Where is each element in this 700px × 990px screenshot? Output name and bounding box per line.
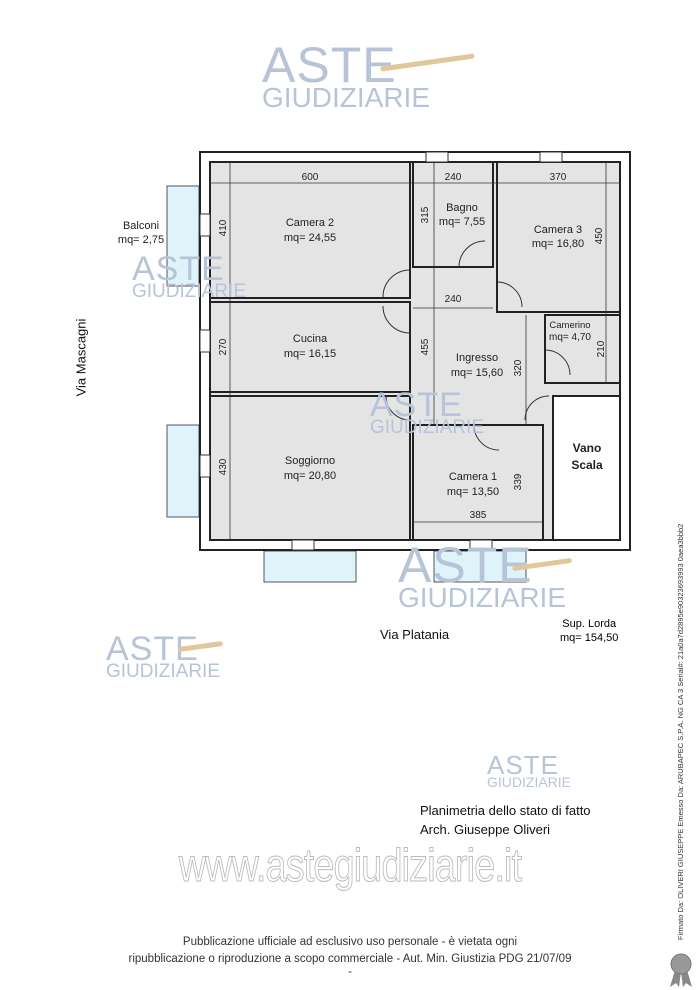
room-area: mq= 15,60 bbox=[451, 367, 503, 379]
dim-315: 315 bbox=[420, 206, 431, 223]
street-bottom: Via Platania bbox=[380, 627, 450, 642]
seal-ribbon-icon bbox=[670, 953, 692, 987]
sup-lorda-label: Sup. Lorda bbox=[562, 618, 617, 630]
room-bagno bbox=[412, 161, 494, 268]
dim-455: 455 bbox=[420, 338, 431, 355]
dim-339: 339 bbox=[513, 473, 524, 490]
room-area: mq= 16,15 bbox=[284, 348, 336, 360]
room-area: mq= 13,50 bbox=[447, 486, 499, 498]
room-label: Bagno bbox=[446, 202, 478, 214]
room-label: Camera 2 bbox=[286, 217, 334, 229]
room-label: Soggiorno bbox=[285, 455, 335, 467]
room-label: Camera 1 bbox=[449, 471, 497, 483]
dim-600: 600 bbox=[302, 172, 319, 183]
doors bbox=[382, 240, 571, 451]
balconi-label: Balconi bbox=[123, 220, 159, 232]
dim-270: 270 bbox=[218, 338, 229, 355]
sup-lorda-value: mq= 154,50 bbox=[560, 632, 619, 644]
balcony-left-top bbox=[166, 185, 200, 287]
balcony-left-bottom bbox=[166, 424, 200, 518]
logo-line1: ASTE bbox=[487, 750, 559, 780]
dim-370: 370 bbox=[550, 172, 567, 183]
dim-210: 210 bbox=[596, 340, 607, 357]
room-camera-3 bbox=[496, 161, 621, 313]
caption-author: Arch. Giuseppe Oliveri bbox=[420, 822, 551, 837]
logo-line1: ASTE bbox=[398, 537, 533, 593]
room-label: Camerino bbox=[549, 320, 590, 331]
street-left: Via Mascagni bbox=[73, 318, 89, 397]
logo-line1: ASTE bbox=[262, 37, 397, 93]
sup-lorda: Sup. Lorda mq= 154,50 bbox=[560, 617, 618, 645]
dim-430: 430 bbox=[218, 458, 229, 475]
logo-line2: GIUDIZIARIE bbox=[370, 417, 485, 438]
digital-signature: Firmato Da: OLIVERI GIUSEPPE Emesso Da: … bbox=[676, 523, 685, 940]
room-area: mq= 24,55 bbox=[284, 232, 336, 244]
room-label: Ingresso bbox=[456, 352, 498, 364]
vano-scala-label: Vano bbox=[573, 441, 602, 455]
notice-line: ripubblicazione o riproduzione a scopo c… bbox=[128, 953, 572, 965]
vano-scala-label: Scala bbox=[571, 458, 603, 472]
windows bbox=[199, 151, 563, 551]
room-area: mq= 20,80 bbox=[284, 470, 336, 482]
floor-plan: 600 240 370 240 385 410 315 450 270 455 … bbox=[118, 151, 631, 583]
logo-line2: GIUDIZIARIE bbox=[132, 281, 247, 302]
room-camera-1 bbox=[412, 424, 544, 541]
dim-450: 450 bbox=[594, 227, 605, 244]
room-cucina bbox=[209, 301, 411, 393]
logo-line2: GIUDIZIARIE bbox=[487, 774, 572, 790]
site-watermark: www.astegiudiziarie.it bbox=[178, 839, 522, 892]
room-area: mq= 4,70 bbox=[549, 332, 591, 343]
dimension-lines bbox=[210, 162, 620, 540]
footer-notice: Pubblicazione ufficiale ad esclusivo uso… bbox=[0, 934, 700, 978]
logo-line2: GIUDIZIARIE bbox=[106, 661, 221, 682]
dim-410: 410 bbox=[218, 219, 229, 236]
notice-dash: - bbox=[348, 966, 352, 978]
room-camerino bbox=[544, 314, 621, 384]
logo-line2: GIUDIZIARIE bbox=[398, 582, 567, 613]
room-vano-scala bbox=[552, 395, 621, 541]
balconi-area: mq= 2,75 bbox=[118, 234, 164, 246]
caption-title: Planimetria dello stato di fatto bbox=[420, 803, 591, 818]
logo-line2: GIUDIZIARIE bbox=[262, 82, 431, 113]
balcony-bottom-left bbox=[263, 550, 357, 583]
caption: Planimetria dello stato di fatto Arch. G… bbox=[420, 801, 591, 839]
room-camera-2 bbox=[209, 161, 411, 299]
dim-240: 240 bbox=[445, 172, 462, 183]
dim-385: 385 bbox=[470, 510, 487, 521]
room-label: Camera 3 bbox=[534, 224, 582, 236]
dim-240b: 240 bbox=[445, 294, 462, 305]
notice-line: Pubblicazione ufficiale ad esclusivo uso… bbox=[182, 936, 518, 948]
room-soggiorno bbox=[209, 395, 411, 541]
logo-line1: ASTE bbox=[370, 386, 463, 424]
room-area: mq= 7,55 bbox=[439, 216, 485, 228]
room-area: mq= 16,80 bbox=[532, 238, 584, 250]
room-label: Cucina bbox=[293, 333, 328, 345]
logo-line1: ASTE bbox=[132, 250, 225, 288]
dim-320: 320 bbox=[513, 359, 524, 376]
